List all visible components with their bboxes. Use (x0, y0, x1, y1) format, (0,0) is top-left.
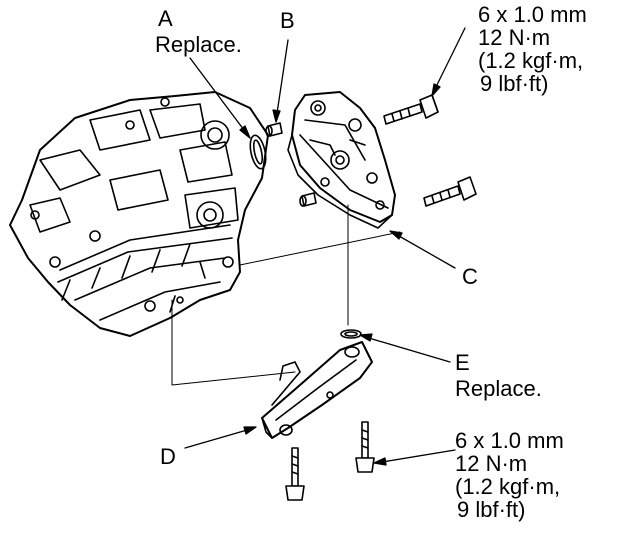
dowel-pin-lower (299, 192, 317, 207)
spec-upper-kgf: (1.2 kgf·m, (478, 48, 584, 73)
engine-block (9, 91, 269, 337)
spec-upper-lbf: 9 lbf·ft) (480, 71, 549, 96)
o-ring-e (340, 329, 362, 339)
callout-e-note: Replace. (455, 376, 542, 401)
spec-lower-torque: 12 N·m (455, 451, 528, 476)
leader-arrows (184, 27, 466, 466)
spec-lower-kgf: (1.2 kgf·m, (455, 474, 561, 499)
callout-e-letter: E (455, 350, 470, 375)
upper-bolt-1 (383, 94, 439, 125)
callout-d-letter: D (160, 444, 176, 469)
baffle-plate-d (261, 341, 373, 439)
alignment-lines (171, 204, 401, 386)
callout-a-letter: A (158, 6, 173, 31)
upper-bolt-2 (423, 176, 477, 207)
spec-upper-size: 6 x 1.0 mm (478, 2, 587, 27)
spec-upper-torque: 12 N·m (478, 25, 551, 50)
spec-lower-size: 6 x 1.0 mm (455, 428, 564, 453)
lower-bolt-left (285, 447, 305, 501)
lower-bolt-right (355, 421, 375, 473)
callout-a-note: Replace. (155, 32, 242, 57)
o-ring-a (249, 134, 267, 170)
pump-housing-c (287, 91, 396, 229)
callout-c-letter: C (462, 264, 478, 289)
dowel-pin-b (265, 122, 283, 137)
spec-lower-lbf: 9 lbf·ft) (457, 497, 526, 522)
callout-b-letter: B (280, 8, 295, 33)
